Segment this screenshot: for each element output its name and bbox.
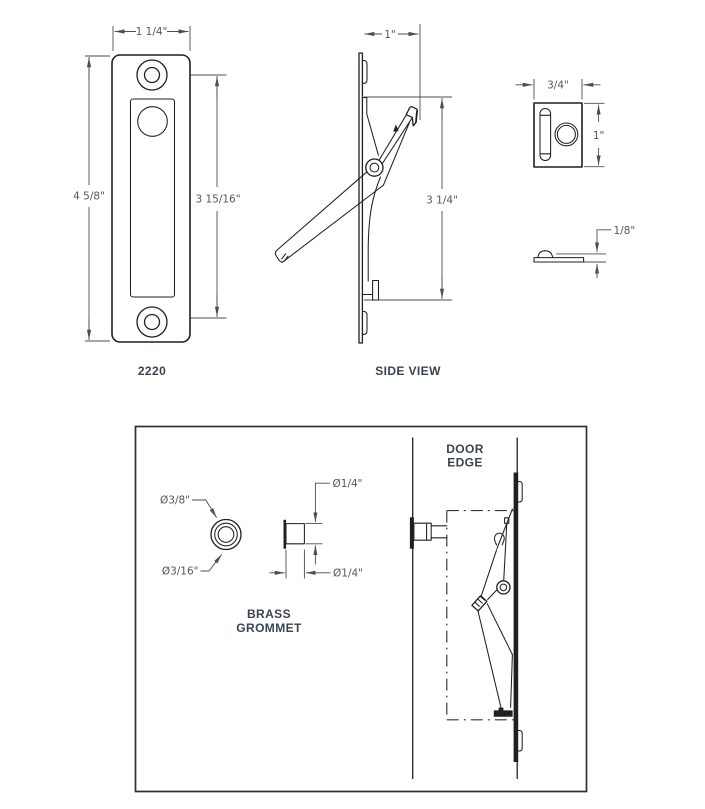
latch-grip-hatching — [474, 596, 486, 607]
flush-pull-plate — [111, 54, 191, 343]
latch-spring-edge — [367, 176, 382, 282]
installed-pivot-pin — [496, 580, 511, 595]
lever-grip-notch — [281, 253, 289, 262]
side-view: 1" 3 1/4" SIDE VIEW — [274, 24, 458, 378]
front-view: 1 1/4" 4 5/8" 3 15/16" 22 — [73, 26, 241, 378]
side-view-label: SIDE VIEW — [375, 364, 441, 378]
strike-profile-dome — [537, 250, 554, 259]
mounting-tab-top — [362, 59, 368, 84]
installed-tab-top — [517, 480, 523, 503]
strike-plate-view: 3/4" 1" 1/8" — [515, 79, 636, 278]
grommet-outer-dia-callout: Ø3/8" — [160, 495, 217, 518]
installation-view: DOOR EDGE — [409, 437, 523, 780]
grommet-detail: Ø3/8" Ø3/16" Ø1/4" Ø1/4 — [160, 478, 363, 635]
latch-foot-installed — [493, 707, 513, 717]
model-number-label: 2220 — [138, 364, 166, 378]
grommet-hole-dia-text: Ø3/16" — [162, 566, 199, 578]
latch-hook — [493, 532, 505, 546]
side-depth-dim-text: 1" — [384, 29, 396, 41]
detail-box-border — [134, 425, 588, 793]
front-width-dim-text: 1 1/4" — [136, 26, 168, 38]
front-height-dimension: 4 5/8" — [73, 55, 110, 342]
installed-grommet-flange — [409, 517, 414, 549]
mounting-tab-bottom — [362, 310, 368, 335]
grommet-length-dim-text: Ø1/4" — [333, 478, 363, 490]
grommet-body-dia-text: Ø1/4" — [333, 568, 363, 580]
installed-tab-bottom — [517, 729, 523, 752]
lever-hook — [405, 105, 418, 127]
strike-thickness-dim-text: 1/8" — [614, 225, 636, 237]
side-height-dimension: 3 1/4" — [364, 96, 458, 301]
lever-hook-face — [415, 110, 418, 124]
front-width-dimension: 1 1/4" — [112, 26, 191, 51]
front-hole-spacing-dim-text: 3 15/16" — [195, 194, 240, 206]
grommet-side-view — [283, 519, 305, 549]
grommet-outer-dia-text: Ø3/8" — [160, 495, 190, 507]
installed-grommet — [409, 517, 448, 549]
latch-foot — [372, 279, 380, 301]
screw-hole-bottom — [136, 306, 168, 338]
detail-box: Ø3/8" Ø3/16" Ø1/4" Ø1/4 — [134, 425, 588, 793]
grommet-hole-dia-callout: Ø3/16" — [162, 554, 223, 578]
lever-spring-tip — [393, 124, 399, 132]
latch-bracket — [362, 96, 379, 156]
installed-grommet-body — [413, 522, 432, 541]
latch-folded-arm — [477, 603, 513, 712]
strike-slot-chords — [539, 114, 552, 155]
side-depth-dimension: 1" — [364, 24, 421, 120]
thickness-profile-view: 1/8" — [533, 225, 636, 278]
strike-profile-bar — [533, 257, 585, 263]
grommet-front-view — [210, 518, 242, 551]
grommet-label-line2: GROMMET — [236, 621, 302, 635]
installed-plate-edge — [513, 472, 519, 762]
door-edge-label-line1: DOOR — [446, 442, 484, 456]
grommet-label-line1: BRASS — [247, 607, 291, 621]
lever-upper-arm — [378, 114, 413, 166]
pivot-pin — [365, 158, 384, 177]
cord-hole-lines — [430, 525, 448, 539]
grommet-length-dimension: Ø1/4" — [305, 478, 363, 565]
latch-hook-arm — [480, 549, 498, 601]
mortise-pocket-outline — [446, 510, 514, 721]
screw-hole-top — [136, 59, 168, 91]
latch-grip — [471, 595, 488, 612]
strike-height-dimension: 1" — [584, 102, 605, 168]
strike-width-dimension: 3/4" — [515, 79, 601, 100]
grommet-body — [285, 523, 305, 545]
front-height-dim-text: 4 5/8" — [73, 191, 105, 203]
latch-links — [496, 508, 513, 582]
side-height-dim-text: 3 1/4" — [426, 195, 458, 207]
strike-width-dim-text: 3/4" — [547, 80, 569, 92]
strike-height-dim-text: 1" — [593, 130, 605, 142]
strike-hole — [554, 122, 579, 147]
finger-hole — [137, 106, 168, 137]
recessed-pull-pocket — [129, 98, 176, 298]
door-edge-label-line2: EDGE — [447, 456, 483, 470]
grommet-body-dia-dimension: Ø1/4" — [269, 549, 363, 580]
plate-edge — [358, 52, 364, 344]
strike-slot — [539, 107, 552, 162]
lever-pull-arm — [274, 121, 411, 263]
installed-latch-mechanism — [471, 508, 513, 717]
strike-plate-body — [533, 102, 583, 168]
